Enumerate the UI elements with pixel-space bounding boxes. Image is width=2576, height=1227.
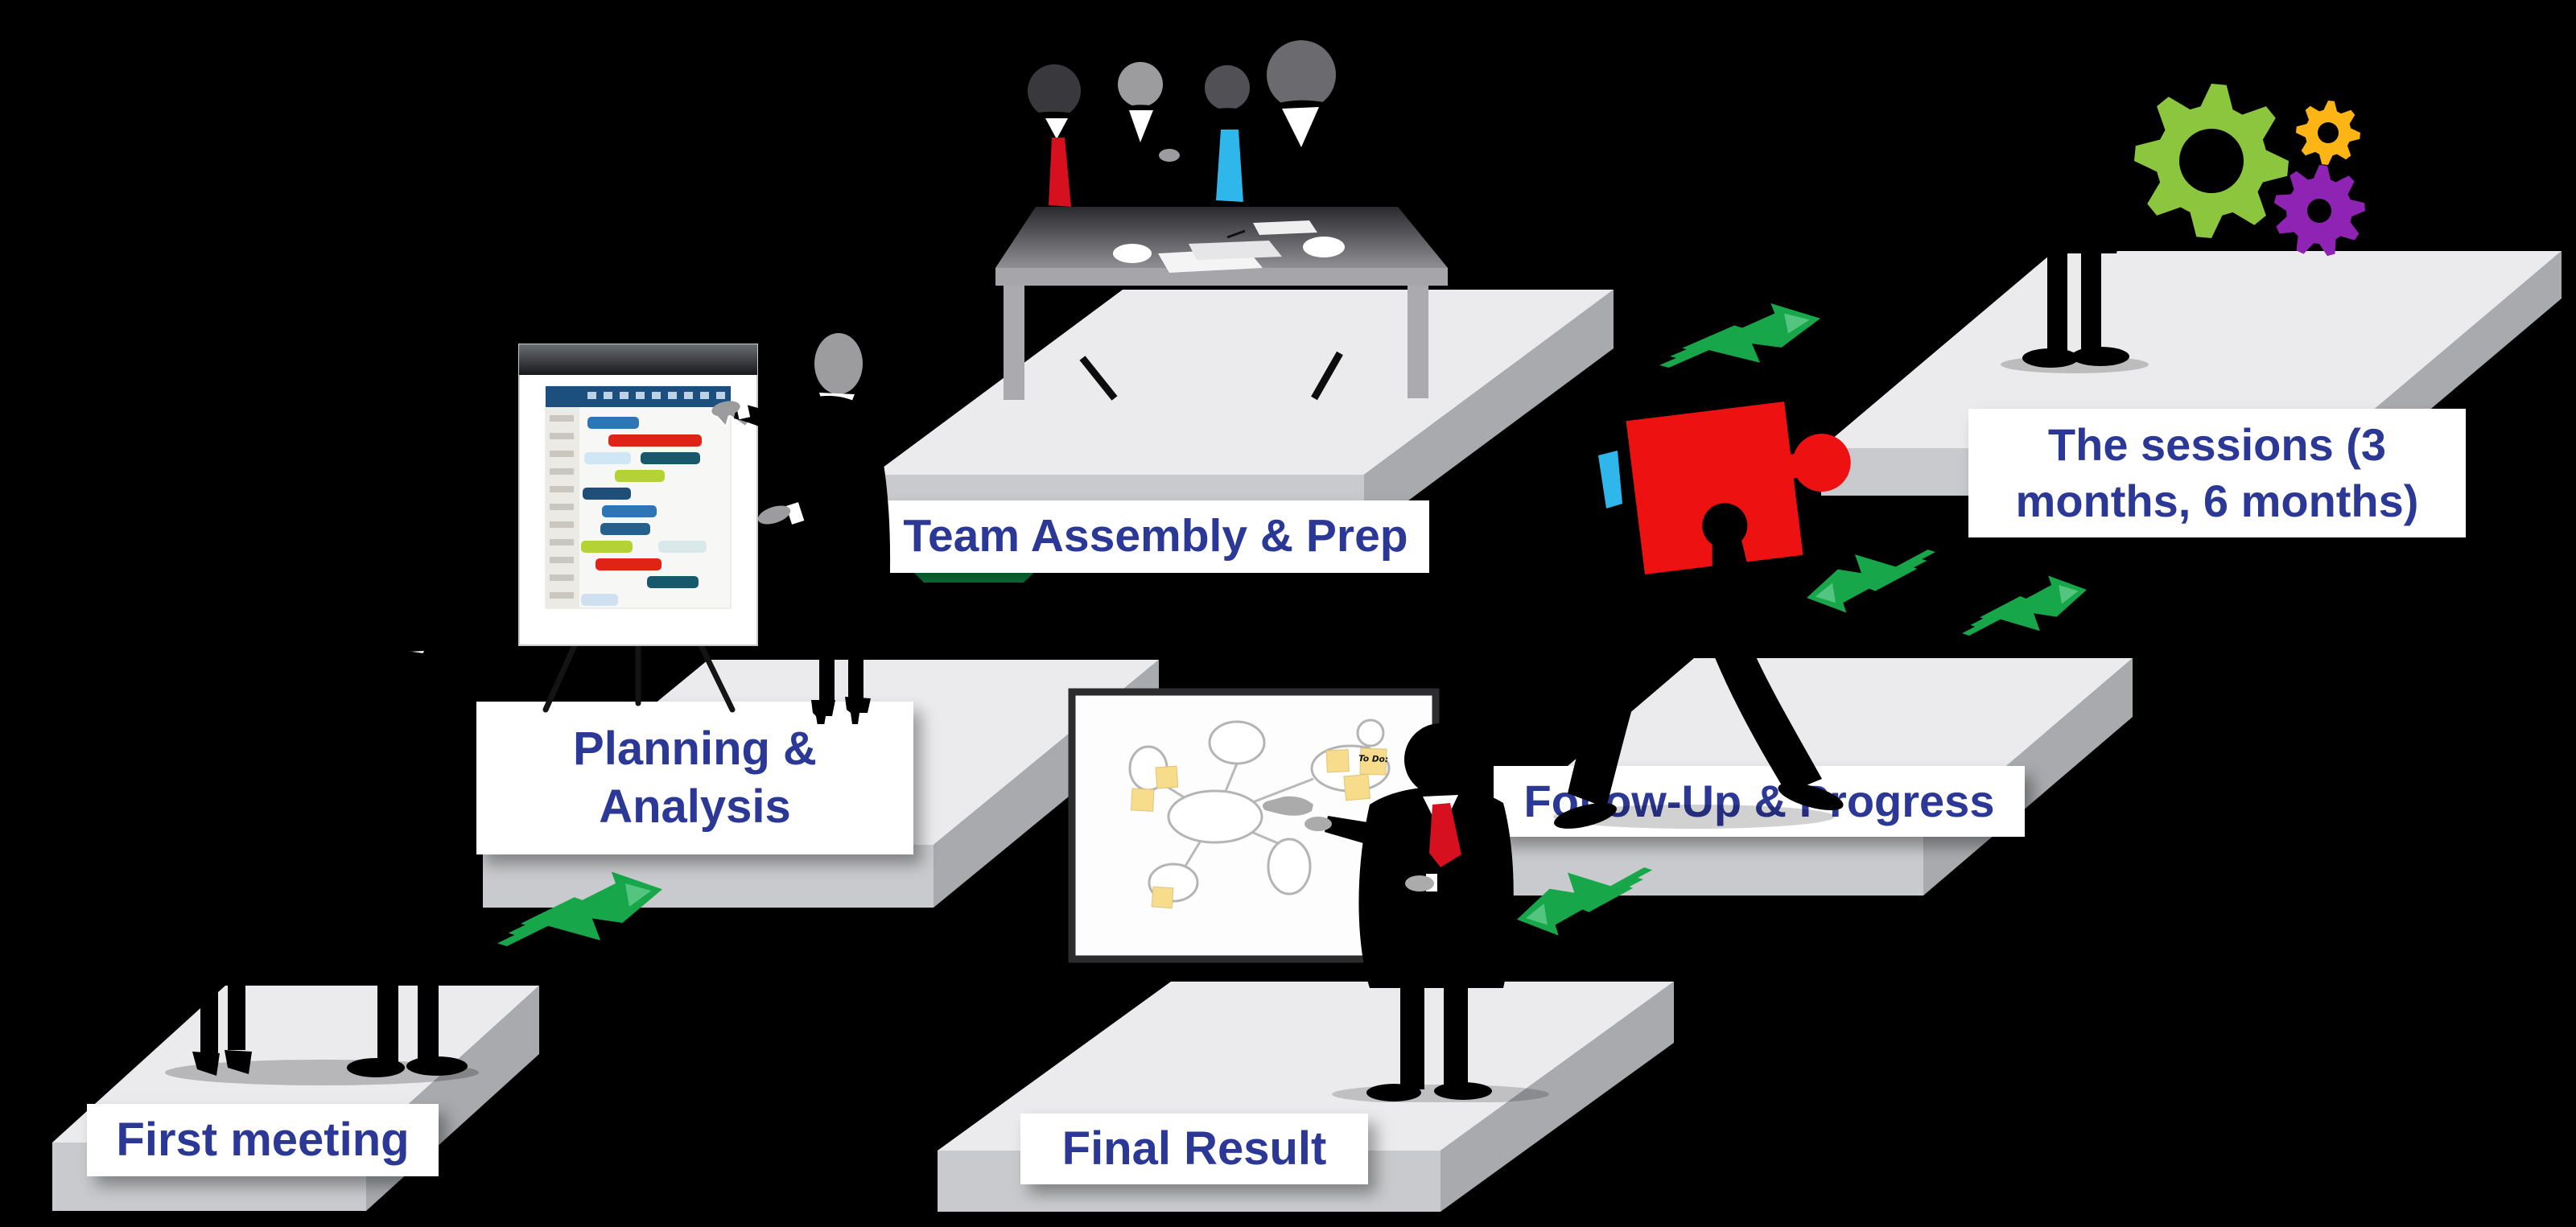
floor-shadow	[1553, 805, 1835, 829]
gantt-header-ticks	[587, 392, 725, 399]
standing-person-silhouette	[2022, 14, 2129, 368]
person-red-tie	[1004, 64, 1107, 229]
gear-green	[2134, 84, 2289, 238]
gear-purple	[2273, 165, 2365, 257]
gesturing-hand	[1159, 149, 1180, 162]
shirt-cuff	[1303, 237, 1345, 257]
meeting-table	[995, 207, 1448, 401]
scene-sessions-person	[2001, 14, 2149, 373]
red-tie	[1429, 803, 1461, 867]
hand-cursor-icon	[1262, 796, 1313, 816]
scene-planning-flipchart	[518, 333, 891, 724]
svg-text:To Do:: To Do:	[1358, 754, 1388, 764]
label-text: First meeting	[116, 1113, 410, 1166]
woman-silhouette	[167, 587, 328, 1076]
red-puzzle-piece	[1626, 401, 1851, 574]
label-first-meeting: First meeting	[87, 1104, 439, 1176]
person-woman	[1100, 62, 1184, 210]
pen	[1226, 229, 1246, 239]
blue-tie	[1216, 130, 1243, 202]
scene-final-result-whiteboard: To Do:	[1068, 688, 1549, 1102]
pointing-hand	[711, 401, 740, 417]
pointing-hand	[1304, 817, 1332, 831]
scene-follow-up-puzzle	[1553, 401, 1851, 829]
label-text: Planning & Analysis	[573, 722, 817, 834]
label-text: Final Result	[1061, 1122, 1327, 1175]
gear-orange	[2296, 101, 2360, 165]
label-text: The sessions (3 months, 6 months)	[2015, 419, 2419, 526]
blue-tie	[1598, 451, 1622, 509]
chair-legs	[1079, 351, 1343, 401]
tripod-legs	[542, 640, 736, 713]
label-planning: Planning & Analysis	[476, 702, 913, 854]
label-text: Team Assembly & Prep	[903, 510, 1408, 562]
presenter-man-silhouette	[1304, 723, 1514, 1101]
mindmap-sticky-notes: To Do:	[1131, 747, 1388, 909]
gantt-bars	[581, 417, 707, 606]
flipchart-top-bar	[519, 344, 757, 375]
papers-on-table	[1158, 220, 1317, 273]
shirt-cuff	[1113, 244, 1152, 263]
puzzle-knob	[1792, 434, 1851, 492]
gantt-row-labels	[550, 415, 574, 599]
scene-first-meeting-handshake	[165, 570, 479, 1085]
label-final-result: Final Result	[1020, 1114, 1368, 1184]
open-hand	[757, 505, 791, 525]
handshake-hands	[309, 784, 336, 811]
man-silhouette	[309, 570, 472, 1077]
label-sessions: The sessions (3 months, 6 months)	[1968, 409, 2466, 537]
presenter-woman-silhouette	[711, 333, 891, 724]
gears-group	[2134, 84, 2365, 257]
scene-team-assembly-meeting	[995, 40, 1448, 401]
gantt-chart	[545, 385, 732, 609]
watch-hand	[1405, 875, 1434, 891]
label-team-assembly: Team Assembly & Prep	[882, 500, 1429, 573]
gear-icons	[2134, 84, 2365, 257]
red-tie	[1049, 138, 1071, 207]
